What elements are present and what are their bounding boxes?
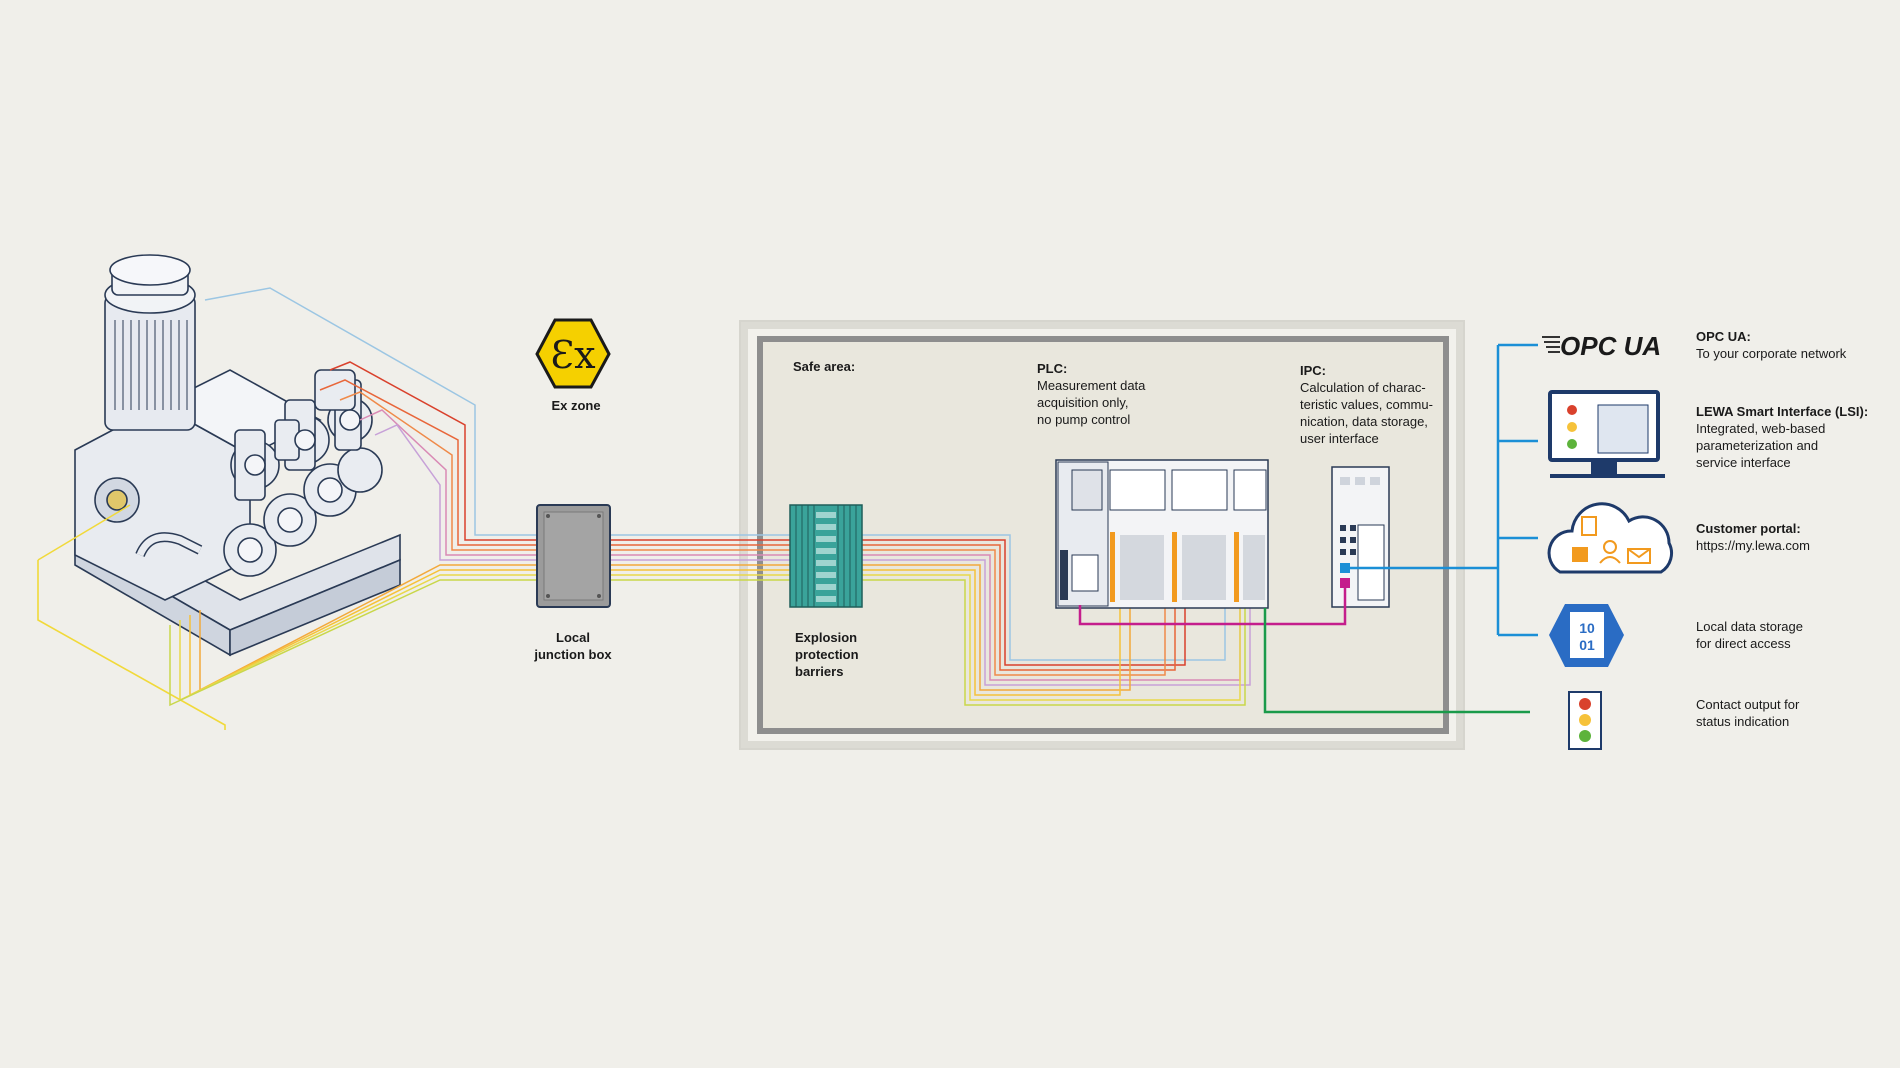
ex-zone-symbol: Ɛx — [550, 333, 595, 377]
lsi-label: LEWA Smart Interface (LSI): Integrated, … — [1696, 403, 1896, 471]
barriers-label: Explosion protection barriers — [795, 629, 895, 680]
opcua-logo-text: OPC UA — [1560, 331, 1661, 361]
ipc-label: IPC: Calculation of charac- teristic val… — [1300, 362, 1460, 447]
pump-unit-illustration — [37, 254, 401, 730]
ex-zone-label: Ex zone — [551, 398, 601, 413]
opcua-logo: OPC UA — [1542, 331, 1661, 361]
lsi-line3: service interface — [1696, 455, 1791, 470]
opcua-label: OPC UA: To your corporate network — [1696, 328, 1896, 362]
barriers-line1: Explosion — [795, 630, 858, 645]
plc-line3: no pump control — [1037, 412, 1131, 427]
ipc-line2: teristic values, commu- — [1300, 397, 1433, 412]
junction-box-label: Local junction box — [520, 629, 626, 663]
contact-label: Contact output for status indication — [1696, 696, 1896, 730]
barriers-line3: barriers — [795, 664, 844, 679]
portal-title: Customer portal: — [1696, 521, 1801, 536]
contact-line2: status indication — [1696, 714, 1790, 729]
lsi-line1: Integrated, web-based — [1696, 421, 1826, 436]
junction-box-icon — [536, 504, 611, 608]
ipc-line3: nication, data storage, — [1300, 414, 1428, 429]
signal-cables — [37, 287, 1251, 707]
opcua-line1: To your corporate network — [1696, 346, 1847, 361]
ex-zone-icon: Ɛx — [535, 318, 611, 389]
storage-icon-bottom: 01 — [1579, 637, 1595, 653]
storage-icon-top: 10 — [1579, 620, 1595, 636]
plc-line1: Measurement data — [1037, 378, 1146, 393]
cloud-portal-icon — [1547, 502, 1674, 574]
opcua-title: OPC UA: — [1696, 329, 1751, 344]
barriers-icon — [789, 504, 863, 608]
storage-line1: Local data storage — [1696, 619, 1803, 634]
safe-area-label: Safe area: — [793, 359, 856, 374]
plc-label: PLC: Measurement data acquisition only, … — [1037, 360, 1177, 428]
lsi-monitor-icon — [1548, 390, 1665, 478]
portal-line1: https://my.lewa.com — [1696, 538, 1810, 553]
plc-line2: acquisition only, — [1037, 395, 1129, 410]
network-wiring — [1078, 343, 1538, 714]
lsi-title: LEWA Smart Interface (LSI): — [1696, 404, 1869, 419]
barriers-line2: protection — [795, 647, 859, 662]
lsi-line2: parameterization and — [1696, 438, 1819, 453]
ipc-title: IPC: — [1300, 363, 1326, 378]
junction-box-line2: junction box — [534, 647, 612, 662]
ipc-icon — [1331, 466, 1390, 608]
ipc-line4: user interface — [1300, 431, 1379, 446]
plc-icon — [1055, 459, 1269, 609]
contact-line1: Contact output for — [1696, 697, 1800, 712]
junction-box-line1: Local — [556, 630, 590, 645]
storage-line2: for direct access — [1696, 636, 1791, 651]
storage-icon: 10 01 — [1549, 604, 1624, 667]
storage-label: Local data storage for direct access — [1696, 618, 1896, 652]
ipc-line1: Calculation of charac- — [1300, 380, 1426, 395]
traffic-light-icon — [1568, 691, 1602, 750]
plc-title: PLC: — [1037, 361, 1068, 376]
portal-label: Customer portal: https://my.lewa.com — [1696, 520, 1896, 554]
